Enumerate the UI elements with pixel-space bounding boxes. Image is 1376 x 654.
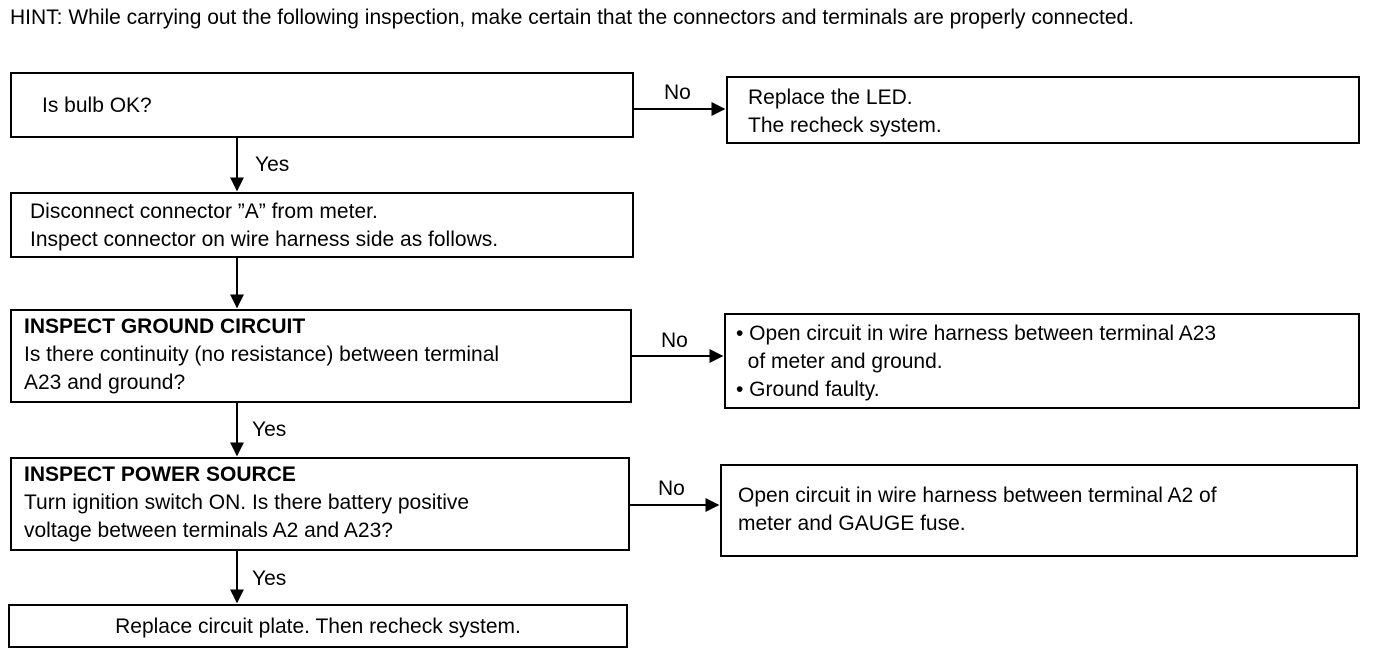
bulb-check-text: Is bulb OK?	[42, 94, 152, 117]
label-yes-power: Yes	[252, 567, 287, 590]
power-source-line-2: voltage between terminals A2 and A23?	[24, 519, 393, 542]
replace-led-line-2: The recheck system.	[748, 114, 942, 137]
label-no-ground: No	[661, 329, 688, 352]
step-ground-circuit: INSPECT GROUND CIRCUIT Is there continui…	[10, 309, 632, 403]
ground-result-line-2: of meter and ground.	[736, 350, 943, 373]
ground-result-line-3: • Ground faulty.	[736, 378, 880, 401]
ground-result-line-1: • Open circuit in wire harness between t…	[736, 322, 1217, 345]
label-no-power: No	[658, 477, 685, 500]
step-power-result: Open circuit in wire harness between ter…	[720, 464, 1358, 557]
disconnect-line-2: Inspect connector on wire harness side a…	[30, 228, 499, 251]
power-result-line-1: Open circuit in wire harness between ter…	[738, 484, 1217, 507]
step-power-source: INSPECT POWER SOURCE Turn ignition switc…	[10, 457, 630, 551]
ground-circuit-heading: INSPECT GROUND CIRCUIT	[24, 315, 306, 338]
label-no-bulb: No	[664, 81, 691, 104]
step-ground-result: • Open circuit in wire harness between t…	[724, 313, 1360, 409]
replace-led-line-1: Replace the LED.	[748, 86, 913, 109]
replace-plate-text: Replace circuit plate. Then recheck syst…	[115, 615, 521, 638]
ground-circuit-line-2: A23 and ground?	[24, 371, 186, 394]
step-disconnect: Disconnect connector ”A” from meter. Ins…	[10, 192, 634, 258]
step-replace-led: Replace the LED. The recheck system.	[726, 76, 1360, 144]
step-bulb-check: Is bulb OK?	[10, 72, 634, 138]
step-replace-plate: Replace circuit plate. Then recheck syst…	[8, 604, 628, 648]
hint-text: HINT: While carrying out the following i…	[10, 6, 1135, 29]
power-result-line-2: meter and GAUGE fuse.	[738, 512, 966, 535]
label-yes-bulb: Yes	[255, 153, 290, 176]
disconnect-line-1: Disconnect connector ”A” from meter.	[30, 200, 378, 223]
ground-circuit-line-1: Is there continuity (no resistance) betw…	[24, 343, 500, 366]
power-source-line-1: Turn ignition switch ON. Is there batter…	[24, 491, 470, 514]
label-yes-ground: Yes	[252, 418, 287, 441]
power-source-heading: INSPECT POWER SOURCE	[24, 463, 296, 486]
